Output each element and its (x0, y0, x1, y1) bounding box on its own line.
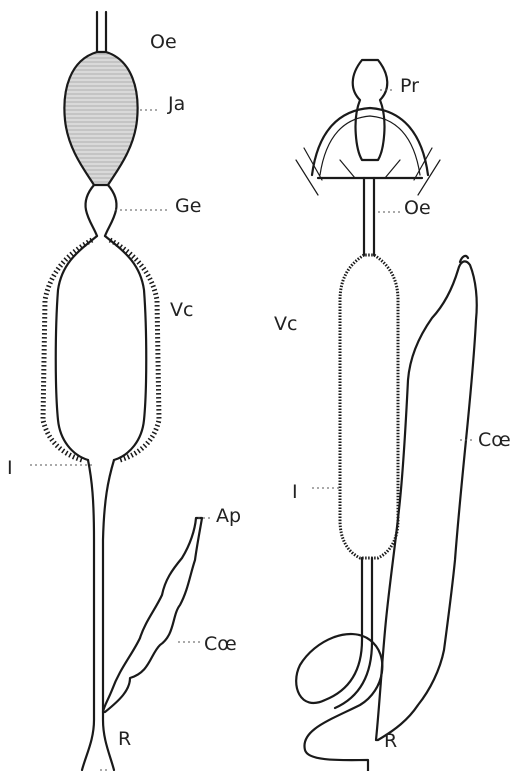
label-left-ventriculus: Vc (170, 299, 193, 321)
label-left-rectum: R (118, 728, 131, 750)
label-left-gizzard: Ge (175, 195, 201, 217)
label-right-ventriculus: Vc (274, 313, 297, 335)
label-right-rectum: R (384, 730, 397, 752)
label-right-oesophagus: Oe (404, 197, 431, 219)
left-intestine (82, 460, 114, 770)
label-right-intestine: I (292, 481, 298, 503)
left-digestive-tract (43, 12, 202, 770)
label-right-caecum: Cœ (478, 429, 511, 451)
right-head-spines (296, 148, 440, 195)
right-head-arch-inner (320, 116, 420, 175)
label-left-caecum: Cœ (204, 633, 237, 655)
label-left-intestine: I (7, 457, 13, 479)
left-oesophagus (97, 12, 106, 52)
left-ventriculus-fringe (43, 240, 159, 460)
label-right-proventriculus: Pr (400, 75, 419, 97)
right-oesophagus (364, 178, 374, 255)
right-digestive-tract (296, 60, 477, 771)
label-leaders (30, 90, 475, 771)
left-gizzard (85, 185, 116, 236)
right-ventriculus (340, 255, 398, 558)
label-left-appendix: Ap (216, 505, 241, 527)
right-caecum (376, 261, 477, 740)
right-head-arch (312, 108, 428, 175)
label-left-oesophagus: Oe (150, 31, 177, 53)
right-intestine (296, 558, 382, 771)
left-ventriculus (56, 236, 147, 460)
left-crop (64, 52, 137, 185)
left-caecum (103, 518, 202, 712)
label-left-crop: Ja (167, 93, 185, 115)
